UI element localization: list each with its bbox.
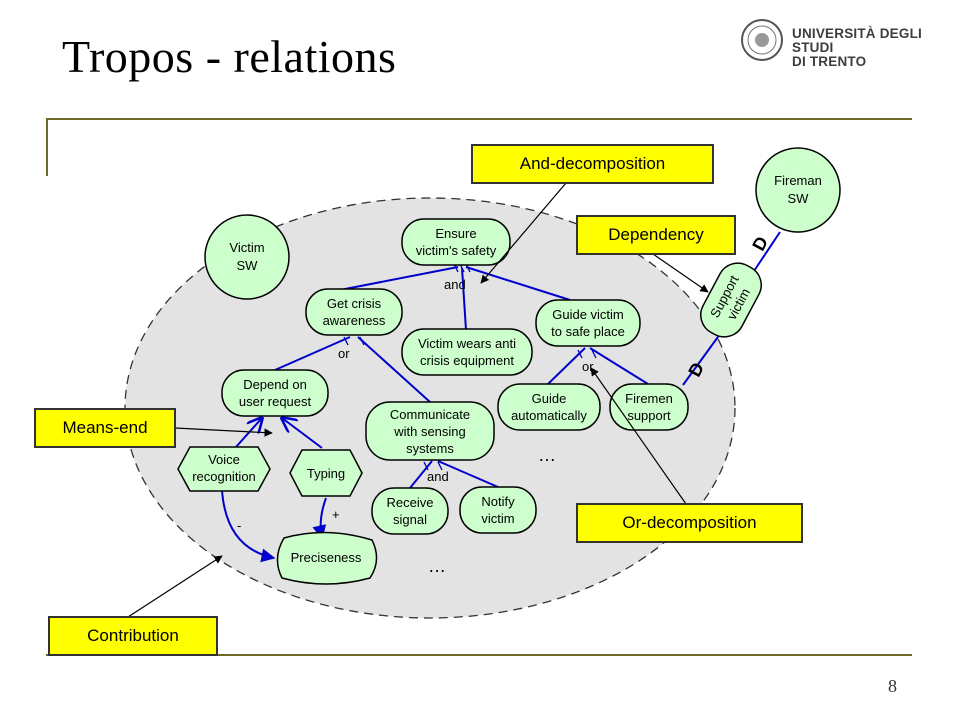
edge-voice-preciseness — [221, 489, 276, 563]
callout-or-decomposition: Or-decomposition — [576, 503, 803, 543]
slide-number: 8 — [888, 676, 897, 696]
ellipsis-middle: … — [538, 445, 556, 465]
softgoal-preciseness-label: Preciseness — [291, 550, 362, 565]
actor-victim-sw-label-2: SW — [237, 258, 259, 273]
pointer-dependency — [652, 253, 709, 293]
goal-receive-signal-label-1: Receive — [387, 495, 434, 510]
task-voice-recognition — [177, 446, 271, 492]
goal-wears-equipment-label-2: crisis equipment — [420, 353, 514, 368]
or-label-right: or — [582, 359, 594, 374]
goal-get-crisis-label-1: Get crisis — [327, 296, 382, 311]
pointer-contribution — [127, 555, 223, 618]
university-seal-icon — [741, 19, 783, 61]
edge-depend-getcrisis — [274, 336, 351, 371]
goal-receive-signal-label-2: signal — [393, 512, 427, 527]
goal-guide-auto — [497, 383, 601, 431]
goal-get-crisis — [305, 288, 403, 336]
edge-notify-communicate — [437, 460, 499, 488]
goal-depend-request-label-2: user request — [239, 394, 312, 409]
actor-victim-sw — [204, 214, 290, 300]
contribution-minus-label: - — [237, 518, 241, 533]
callout-pointers — [127, 182, 709, 618]
goal-firemen-support — [609, 383, 689, 431]
goal-depend-request-label-1: Depend on — [243, 377, 307, 392]
pointer-means-end — [174, 427, 273, 437]
goal-ensure-safety-label-2: victim's safety — [416, 243, 497, 258]
goal-guide-victim-label-1: Guide victim — [552, 307, 624, 322]
actor-fireman-sw-label-1: Fireman — [774, 173, 822, 188]
goal-communicate — [365, 401, 495, 461]
softgoal-preciseness — [276, 531, 378, 585]
contribution-plus-label: + — [332, 507, 340, 522]
goal-communicate-label-3: systems — [406, 441, 454, 456]
callout-means-end: Means-end — [34, 408, 176, 448]
edge-communicate-getcrisis — [357, 336, 431, 403]
university-logo — [741, 19, 783, 61]
task-typing — [289, 449, 363, 497]
edge-getcrisis-ensure — [339, 266, 459, 291]
edge-firemen-guidevictim — [589, 347, 649, 385]
actor-fireman-sw-label-2: SW — [788, 191, 810, 206]
goal-firemen-support-label-1: Firemen — [625, 391, 673, 406]
edge-voice-depend — [235, 418, 262, 448]
actor-victim-sw-label-1: Victim — [229, 240, 264, 255]
goal-ensure-safety-label-1: Ensure — [435, 226, 476, 241]
edge-receive-communicate — [409, 460, 433, 489]
goal-wears-equipment — [401, 328, 533, 376]
goal-guide-victim — [535, 299, 641, 347]
goal-guide-auto-label-2: automatically — [511, 408, 587, 423]
edge-guideauto-guidevictim — [547, 347, 586, 385]
pointer-or-decomposition — [590, 367, 687, 505]
university-name-line2: DI TRENTO — [792, 54, 867, 69]
callout-contribution: Contribution — [48, 616, 218, 656]
goal-communicate-label-2: with sensing — [393, 424, 466, 439]
goal-wears-equipment-label-1: Victim wears anti — [418, 336, 516, 351]
frame-left-rule — [46, 118, 48, 176]
task-voice-recognition-label-1: Voice — [208, 452, 240, 467]
university-name: UNIVERSITÀ DEGLI STUDI DI TRENTO — [792, 27, 960, 69]
pointer-and-decomposition — [480, 182, 567, 284]
goal-ensure-safety — [401, 218, 511, 266]
task-typing-label: Typing — [307, 466, 345, 481]
university-name-line1: UNIVERSITÀ DEGLI STUDI — [792, 26, 922, 55]
or-label-left: or — [338, 346, 350, 361]
edge-wears-ensure — [461, 267, 467, 331]
and-label-top: and — [444, 277, 466, 292]
frame-bottom-rule — [46, 654, 912, 656]
edge-typing-depend — [282, 418, 323, 449]
goal-communicate-label-1: Communicate — [390, 407, 470, 422]
goal-depend-request — [221, 369, 329, 417]
goal-notify-victim-label-2: victim — [481, 511, 514, 526]
goal-guide-victim-label-2: to safe place — [551, 324, 625, 339]
frame-top-rule — [46, 118, 912, 120]
goal-firemen-support-label-2: support — [627, 408, 671, 423]
dependum-support-victim — [700, 262, 762, 338]
callout-and-decomposition: And-decomposition — [471, 144, 714, 184]
task-voice-recognition-label-2: recognition — [192, 469, 256, 484]
goal-notify-victim-label-1: Notify — [481, 494, 515, 509]
callout-dependency: Dependency — [576, 215, 736, 255]
slide-title: Tropos - relations — [62, 31, 397, 82]
goal-notify-victim — [459, 486, 537, 534]
and-label-bottom: and — [427, 469, 449, 484]
goal-guide-auto-label-1: Guide — [532, 391, 567, 406]
goal-get-crisis-label-2: awareness — [323, 313, 386, 328]
actor-fireman-sw — [755, 147, 841, 233]
goal-receive-signal — [371, 487, 449, 535]
edge-support-firemen — [682, 329, 724, 386]
edge-guide-ensure — [465, 266, 571, 301]
ellipsis-bottom: … — [428, 556, 446, 576]
